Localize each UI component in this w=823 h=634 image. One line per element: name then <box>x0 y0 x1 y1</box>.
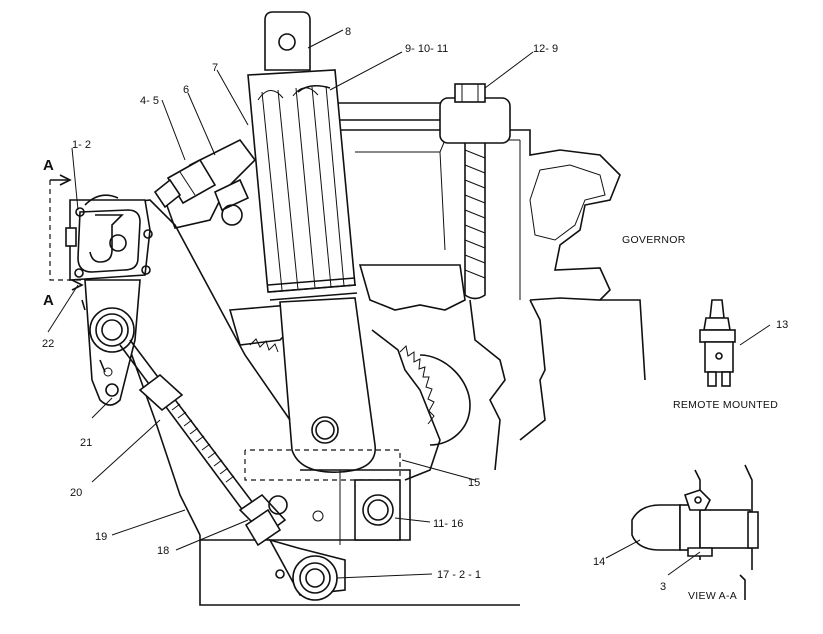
callout-18: 18 <box>157 545 169 557</box>
solenoid-bracket <box>153 138 257 229</box>
callout-17-2-1: 17 - 2 - 1 <box>437 569 481 581</box>
callout-11-16: 11- 16 <box>433 518 463 530</box>
callout-labels: 8 9- 10- 11 12- 9 7 6 4- 5 1- 2 22 21 20… <box>42 26 788 593</box>
callout-19: 19 <box>95 531 107 543</box>
callout-14: 14 <box>593 556 605 568</box>
main-lever-plate <box>69 199 520 606</box>
callout-22: 22 <box>42 338 54 350</box>
callout-8: 8 <box>345 26 351 38</box>
lever-arm <box>84 279 141 406</box>
callout-6: 6 <box>183 84 189 96</box>
callout-15: 15 <box>468 477 480 489</box>
leader-lines <box>47 29 771 579</box>
callout-7: 7 <box>212 62 218 74</box>
callout-1-2: 1- 2 <box>72 139 91 151</box>
callout-21: 21 <box>80 437 92 449</box>
governor-link-rod <box>335 83 511 300</box>
callout-9-10-11: 9- 10- 11 <box>405 43 448 55</box>
governor-caption: GOVERNOR <box>622 234 686 246</box>
callout-3: 3 <box>660 581 666 593</box>
remote-switch <box>699 299 736 387</box>
remote-mounted-caption: REMOTE MOUNTED <box>673 399 778 411</box>
callout-4-5: 4- 5 <box>140 95 159 107</box>
adjusting-rod <box>119 339 288 547</box>
view-aa-caption: VIEW A-A <box>688 590 737 602</box>
section-letter-top: A <box>43 157 54 174</box>
view-aa-inset <box>631 464 759 600</box>
rod-end <box>268 538 346 601</box>
clamp-block <box>65 194 153 281</box>
callout-20: 20 <box>70 487 82 499</box>
callout-12-9: 12- 9 <box>533 43 558 55</box>
solenoid <box>247 11 441 481</box>
section-letter-bottom: A <box>43 292 54 309</box>
callout-13: 13 <box>776 319 788 331</box>
